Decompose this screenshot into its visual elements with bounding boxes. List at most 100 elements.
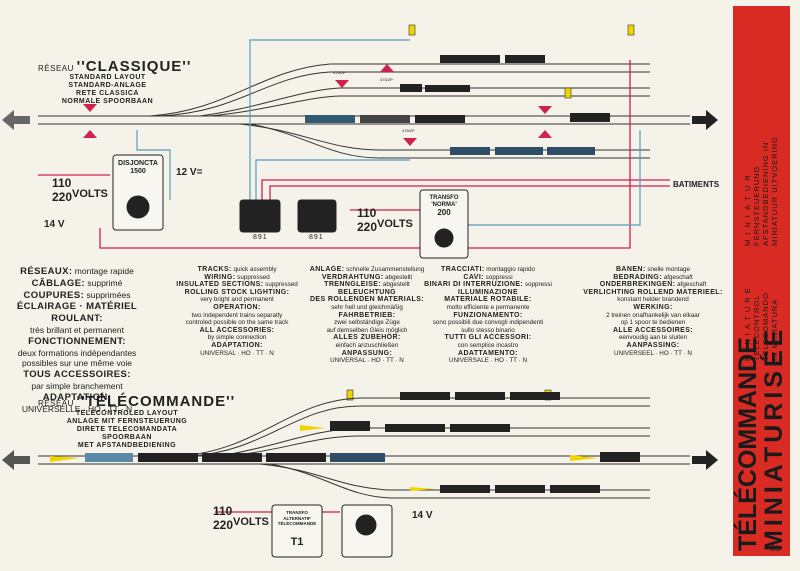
bottom-trains bbox=[85, 392, 640, 493]
disjoncta-number: 1500 bbox=[130, 168, 146, 175]
feature-heading: ALLES ZUBEHÖR: bbox=[333, 334, 401, 342]
volts-unit: VOLTS bbox=[377, 218, 413, 230]
top-layout-title: RÉSEAU ''CLASSIQUE'' bbox=[38, 58, 191, 75]
subtitle: NORMALE SPOORBAAN bbox=[61, 98, 154, 105]
voltage-220: 220 bbox=[357, 220, 378, 234]
feature-line: AANPASSING: bbox=[568, 342, 738, 350]
feature-heading: BEDRADING: bbox=[613, 273, 662, 281]
feature-value: soppressi bbox=[523, 281, 552, 289]
signal-label: 475/2P bbox=[333, 70, 346, 75]
feature-heading: CÂBLAGE: bbox=[31, 277, 85, 289]
transfo-line1: TRANSFO bbox=[429, 195, 459, 201]
feature-line: einfach anzuschließen bbox=[335, 341, 399, 349]
disjoncta-label: DISJONCTA 1500 bbox=[116, 160, 160, 176]
feature-heading: MATERIALE ROTABILE: bbox=[444, 296, 532, 304]
feature-line: ÉCLAIRAGE · MATÉRIEL ROULANT: bbox=[2, 301, 152, 325]
feature-line: UNIVERSELLE · HO · TT · N bbox=[21, 403, 133, 414]
feature-heading: TOUS ACCESSOIRES: bbox=[23, 369, 131, 381]
strip-sub: MINIATUUR UITVOERING bbox=[770, 136, 779, 246]
feature-heading: AANPASSING: bbox=[626, 341, 680, 349]
feature-line: par simple branchement bbox=[31, 380, 123, 391]
subtitle: STANDARD-ANLAGE bbox=[68, 82, 147, 89]
mains-voltage-label: 110 220VOLTS bbox=[52, 177, 108, 204]
feature-line: ANPASSUNG: bbox=[292, 350, 442, 358]
strip-sub: FERNSTEUERUNG bbox=[752, 165, 761, 246]
feature-heading: ADATTAMENTO: bbox=[457, 349, 518, 357]
transfo-line3: TÉLÉCOMMANDE bbox=[277, 521, 317, 526]
top-trains bbox=[305, 55, 610, 155]
strip-sub: TELECOMANDO bbox=[761, 292, 770, 361]
reseau-label: RÉSEAU bbox=[38, 399, 74, 408]
feature-heading: BANEN: bbox=[615, 266, 646, 273]
feature-line: UNIVERSAL · HO · TT · N bbox=[330, 357, 404, 365]
red-wires bbox=[38, 60, 670, 513]
transfo-model: T1 bbox=[290, 535, 304, 548]
feature-heading: ONDERBREKINGEN: bbox=[599, 281, 676, 289]
feature-line: VERLICHTING ROLLEND MATERIEEL: bbox=[568, 289, 738, 297]
strip-sub: TELECONTROL bbox=[752, 294, 761, 361]
feature-heading: BINARI DI INTERRUZIONE: bbox=[424, 281, 524, 289]
strip-sub: MINIATUR bbox=[743, 170, 752, 246]
feature-heading: ADAPTATION: bbox=[42, 391, 112, 403]
feature-line: deux formations indépendantes bbox=[17, 347, 137, 358]
feature-heading: FONCTIONNEMENT: bbox=[28, 335, 126, 347]
feature-line: MATERIALE ROTABILE: bbox=[403, 296, 573, 304]
strip-sub: IN MINIATURA bbox=[770, 298, 779, 361]
feature-line: FAHRBETRIEB: bbox=[292, 312, 442, 320]
feature-line: possibles sur une même voie bbox=[21, 358, 133, 369]
feature-value: quick assembly bbox=[231, 266, 277, 273]
feature-line: TOUS ACCESSOIRES: bbox=[2, 369, 152, 381]
feature-line: FUNZIONAMENTO: bbox=[403, 312, 573, 320]
feature-line: op 1 spoor te bedienen bbox=[620, 319, 686, 327]
feature-line: ALLE ACCESSOIRES: bbox=[568, 327, 738, 335]
feature-heading: TRENNGLEISE: bbox=[324, 281, 382, 289]
feature-line: très brillant et permanent bbox=[29, 324, 125, 335]
strip-sub: AFSTANDBEDIENING IN bbox=[761, 141, 770, 246]
feature-line: auf demselben Gleis möglich bbox=[326, 326, 408, 334]
feature-heading: TUTTI GLI ACCESSORI: bbox=[444, 334, 532, 342]
feature-heading: FAHRBETRIEB: bbox=[338, 311, 396, 319]
feature-heading: ROLLING STOCK LIGHTING: bbox=[184, 288, 290, 296]
feature-value: schnelle Zusammenstellung bbox=[344, 266, 425, 273]
feature-line: ONDERBREKINGEN: afgeschaft bbox=[568, 281, 738, 289]
voltage-220: 220 bbox=[52, 190, 73, 204]
arrow-right-icon bbox=[692, 110, 718, 130]
feature-line: eenvoudig aan te sluiten bbox=[618, 334, 688, 342]
feature-line: ILLUMINAZIONE bbox=[403, 289, 573, 297]
feature-heading: TRACCIATI: bbox=[441, 266, 485, 273]
feature-heading: ÉCLAIRAGE · MATÉRIEL ROULANT: bbox=[16, 301, 138, 325]
feature-value: montage rapide bbox=[72, 266, 134, 276]
feature-heading: RÉSEAUX: bbox=[20, 266, 73, 277]
feature-value: supprimé bbox=[85, 277, 123, 288]
feature-heading: TRACKS: bbox=[197, 266, 232, 273]
layout-name: ''CLASSIQUE'' bbox=[76, 58, 192, 75]
layout-name: ''TÉLÉCOMMANDE'' bbox=[76, 393, 236, 410]
signal-label: 475/2P bbox=[402, 128, 415, 133]
feature-line: ADAPTATION: bbox=[2, 392, 152, 404]
feature-line: by simple connection bbox=[207, 334, 267, 342]
feature-heading: DES ROLLENDEN MATERIALS: bbox=[309, 296, 425, 304]
feature-value: afgeschaft bbox=[675, 281, 707, 289]
feature-line: CAVI: soppressi bbox=[403, 274, 573, 282]
feature-value: abgestellt bbox=[383, 273, 413, 281]
mains-voltage-label-3: 110 220VOLTS bbox=[213, 504, 269, 531]
feature-value: abgestellt bbox=[381, 281, 410, 289]
feature-line: WERKING: bbox=[568, 304, 738, 312]
feature-heading: ALLE ACCESSOIRES: bbox=[612, 326, 694, 334]
batiments-label: BATIMENTS bbox=[673, 180, 720, 189]
feature-line: UNIVERSEEL · HO · TT · N bbox=[614, 349, 692, 357]
feature-heading: VERDRAHTUNG: bbox=[321, 273, 384, 281]
feature-line: BINARI DI INTERRUZIONE: soppressi bbox=[403, 281, 573, 289]
feature-line: molto efficiente e permanente bbox=[446, 303, 530, 311]
feature-line: ROLLING STOCK LIGHTING: bbox=[152, 289, 322, 297]
feature-heading: ANLAGE: bbox=[309, 266, 345, 273]
subtitle: DIRETE TELECOMANDATA bbox=[76, 426, 178, 433]
feature-heading: VERLICHTING ROLLEND MATERIEEL: bbox=[583, 288, 723, 296]
feature-line: RÉSEAUX: montage rapide bbox=[2, 266, 152, 278]
feature-line: BEDRADING: afgeschaft bbox=[568, 274, 738, 282]
voltage-110: 110 bbox=[213, 504, 233, 518]
feature-heading: BELEUCHTUNG bbox=[337, 288, 397, 296]
